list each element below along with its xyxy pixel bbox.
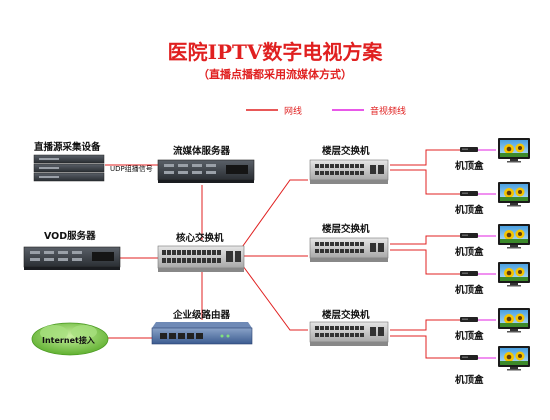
set-top-box-icon — [460, 233, 478, 238]
legend-network-label: 网线 — [284, 107, 303, 117]
tv-icon — [498, 308, 530, 333]
set-top-box-icon — [460, 355, 478, 360]
capture-device-label: 直播源采集设备 — [34, 142, 101, 153]
floor-switch-3-label: 楼层交换机 — [322, 310, 370, 321]
tv-icon — [498, 262, 530, 287]
floor-switch-3-icon — [309, 321, 389, 347]
legend-av-label: 音视频线 — [370, 107, 407, 117]
udp-signal-label: UDP组播信号 — [110, 165, 153, 173]
stb-label: 机顶盒 — [455, 161, 484, 172]
vod-server-icon — [23, 246, 121, 271]
floor-switch-2-icon — [309, 237, 389, 263]
floor-switch-2-label: 楼层交换机 — [322, 224, 370, 235]
page-subtitle: （直播点播都采用流媒体方式） — [198, 68, 352, 81]
floor-switch-1-label: 楼层交换机 — [322, 146, 370, 157]
stb-label: 机顶盒 — [455, 375, 484, 386]
av-links — [478, 149, 496, 359]
core-switch-label: 核心交换机 — [176, 233, 224, 244]
set-top-box-icon — [460, 147, 478, 152]
tv-icon — [498, 346, 530, 371]
floor-switch-1-icon — [309, 159, 389, 185]
page-title: 医院IPTV数字电视方案 — [167, 40, 383, 64]
internet-label: Internet接入 — [42, 336, 95, 345]
vod-server-label: VOD服务器 — [44, 231, 96, 242]
set-top-box-icon — [460, 317, 478, 322]
set-top-box-icon — [460, 271, 478, 276]
core-switch-icon — [157, 245, 245, 272]
tv-icon — [498, 182, 530, 207]
capture-device-icon — [33, 154, 105, 182]
stb-label: 机顶盒 — [455, 285, 484, 296]
stb-label: 机顶盒 — [455, 247, 484, 258]
stb-label: 机顶盒 — [455, 205, 484, 216]
streaming-server-icon — [157, 159, 255, 184]
network-links — [105, 149, 460, 359]
tv-icon — [498, 138, 530, 163]
stb-label: 机顶盒 — [455, 331, 484, 342]
set-top-box-icon — [460, 191, 478, 196]
tv-icon — [498, 224, 530, 249]
router-icon — [151, 322, 253, 345]
router-label: 企业级路由器 — [173, 310, 231, 321]
internet-cloud-icon — [31, 322, 109, 356]
streaming-server-label: 流媒体服务器 — [173, 146, 231, 157]
